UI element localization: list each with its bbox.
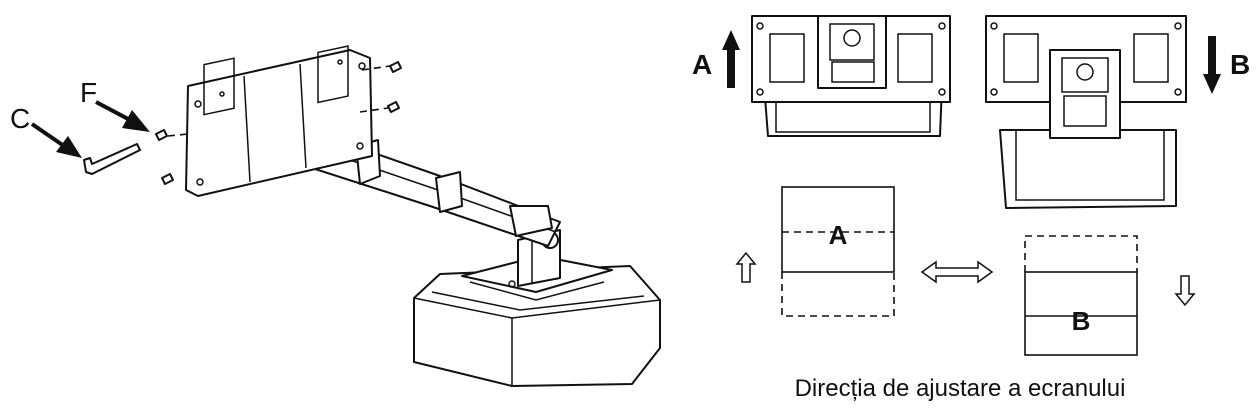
- screws: [155, 61, 402, 185]
- hollow-arrow-up-icon: [735, 251, 757, 283]
- wall-plate: [185, 45, 373, 197]
- hollow-arrow-down-icon: [1174, 275, 1196, 307]
- label-b-down: B: [1230, 49, 1250, 80]
- caption: Direcția de ajustare a ecranului: [795, 375, 1126, 402]
- mount-position-a: [751, 15, 951, 137]
- label-box-a: A: [829, 220, 848, 250]
- label-c: C: [10, 103, 30, 134]
- pointer-arrows: [30, 100, 150, 158]
- screen-a: [781, 186, 895, 317]
- arrow-down-icon: [1203, 36, 1221, 94]
- screen-b: [1024, 235, 1138, 356]
- wall-mount-illustration: [30, 45, 661, 387]
- hex-key-c: [83, 143, 141, 175]
- mount-position-b: [985, 15, 1187, 209]
- arrow-up-icon: [722, 30, 740, 88]
- label-box-b: B: [1072, 306, 1091, 336]
- label-a-up: A: [692, 49, 712, 80]
- projector: [413, 265, 661, 387]
- label-f: F: [80, 77, 97, 108]
- double-arrow-icon: [920, 260, 994, 284]
